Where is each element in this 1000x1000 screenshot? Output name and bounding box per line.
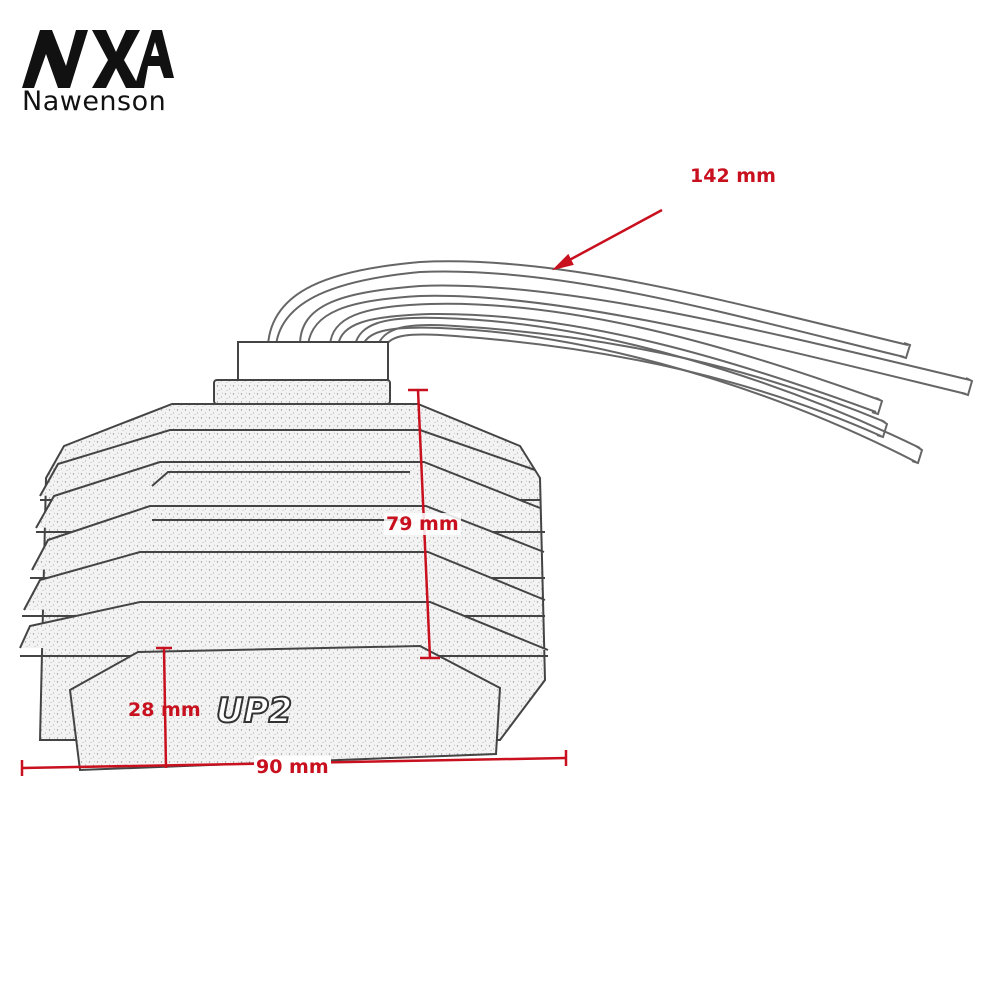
wire [267, 260, 912, 360]
cooling-fins [19, 429, 549, 657]
cable-length-label: 142 mm [690, 165, 776, 187]
front-plate [68, 644, 502, 772]
wire-harness [267, 260, 974, 465]
heat-sink-body [19, 403, 549, 772]
cable-length-leader [561, 208, 663, 266]
nawenson-logo-icon [22, 30, 174, 88]
top-plate [213, 379, 391, 405]
wire-connector [237, 341, 389, 383]
cable-length-arrowhead [551, 253, 574, 271]
model-mark: UP2 [216, 691, 292, 731]
wire [299, 284, 974, 397]
height-label: 79 mm [384, 513, 461, 535]
wire [354, 316, 924, 465]
width-label: 90 mm [254, 756, 331, 778]
wire [329, 302, 884, 416]
thickness-label: 28 mm [128, 699, 201, 721]
wire [377, 324, 889, 439]
brand-logo [14, 18, 174, 128]
brand-name: Nawenson [22, 86, 167, 117]
thickness-dimension-line [162, 647, 168, 769]
